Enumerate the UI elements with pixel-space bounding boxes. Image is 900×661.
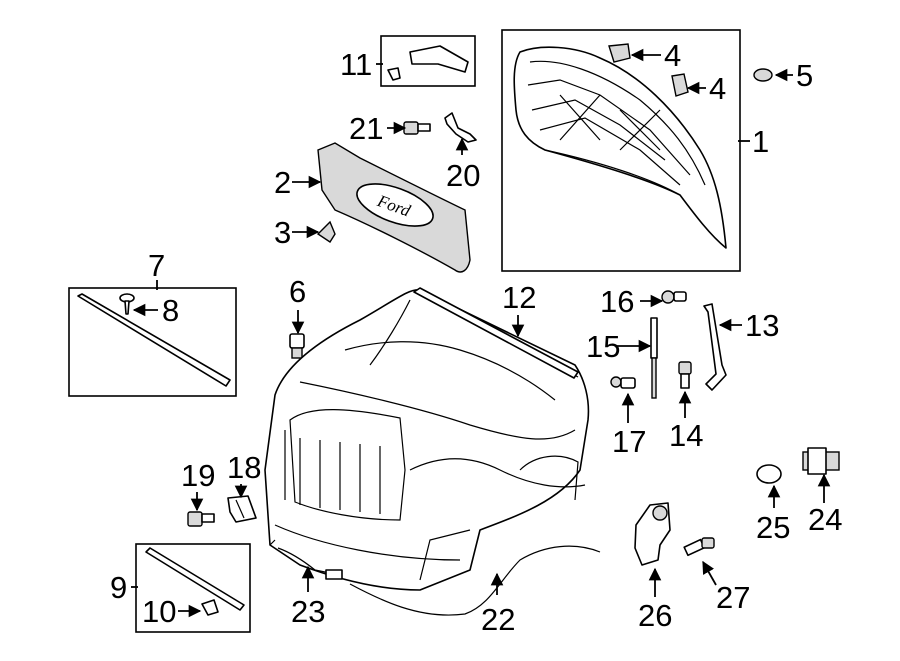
latch-switch-part[interactable]: [802, 447, 840, 475]
ball-stud-part[interactable]: [610, 376, 636, 389]
callout-27: 27: [716, 580, 750, 615]
bolt-27-part[interactable]: [683, 537, 715, 557]
callout-9: 9: [110, 570, 127, 605]
stud-16-part[interactable]: [661, 290, 687, 304]
prop-rod-clip-part[interactable]: [444, 112, 477, 143]
molding-part[interactable]: [145, 547, 245, 611]
leader-lines: [131, 48, 831, 618]
truck-front-view: [264, 289, 590, 591]
callout-4-upper: 4: [664, 38, 681, 73]
callout-12: 12: [502, 280, 536, 315]
hood-clip-upper-part[interactable]: [608, 43, 631, 63]
release-cable-short-part[interactable]: [277, 547, 343, 580]
insulator-retainer-part[interactable]: [316, 220, 336, 243]
seal-part[interactable]: [409, 45, 469, 73]
bolt-21-part[interactable]: [403, 121, 431, 135]
hood-panel-box: [501, 29, 741, 272]
callout-16: 16: [600, 284, 634, 319]
callout-1: 1: [752, 124, 769, 159]
callout-21: 21: [349, 111, 383, 146]
bulb-part[interactable]: [756, 464, 782, 484]
callout-17: 17: [612, 424, 646, 459]
callout-20: 20: [446, 158, 480, 193]
callout-14: 14: [669, 418, 703, 453]
hood-latch-part[interactable]: [634, 502, 671, 566]
callout-3: 3: [274, 215, 291, 250]
callout-13: 13: [745, 308, 779, 343]
callout-6: 6: [289, 274, 306, 309]
bolt-14-part[interactable]: [678, 361, 692, 389]
molding-clip-part[interactable]: [201, 599, 219, 616]
weatherstrip-part[interactable]: [77, 293, 231, 387]
seal-clip-part[interactable]: [387, 67, 401, 81]
lift-support-part[interactable]: [650, 317, 658, 399]
callout-5: 5: [796, 58, 813, 93]
hood-clip-lower-part[interactable]: [671, 73, 689, 97]
callout-8: 8: [162, 293, 179, 328]
bolt-6-part[interactable]: [289, 333, 305, 359]
callout-18: 18: [227, 450, 261, 485]
weatherstrip-box: [68, 287, 237, 397]
callout-7: 7: [148, 248, 165, 283]
bolt-19-part[interactable]: [187, 511, 215, 527]
latch-bracket-part[interactable]: [227, 495, 257, 523]
callout-24: 24: [808, 502, 842, 537]
callout-10: 10: [142, 594, 176, 629]
hood-panel-part[interactable]: [513, 46, 727, 249]
callout-22: 22: [481, 602, 515, 637]
callout-15: 15: [586, 329, 620, 364]
hood-insulator-part[interactable]: Ford: [317, 142, 471, 273]
callout-11: 11: [340, 47, 372, 82]
callout-labels: 1 2 3 4 4 5 6 7 8 9 10 11 12 13 14 15 16…: [110, 38, 842, 637]
callout-23: 23: [291, 594, 325, 629]
callout-2: 2: [274, 165, 291, 200]
hood-bumper-part[interactable]: [753, 68, 773, 82]
hood-hinge-part[interactable]: [703, 303, 727, 391]
cowl-seal-part[interactable]: [413, 287, 579, 379]
callout-19: 19: [181, 458, 215, 493]
weatherstrip-pin-part[interactable]: [119, 293, 135, 315]
release-cable-long-part[interactable]: [349, 545, 601, 616]
callout-25: 25: [756, 510, 790, 545]
molding-box: [135, 543, 251, 633]
callout-26: 26: [638, 598, 672, 633]
callout-4-lower: 4: [709, 71, 726, 106]
seal-kit-box: [380, 35, 476, 87]
